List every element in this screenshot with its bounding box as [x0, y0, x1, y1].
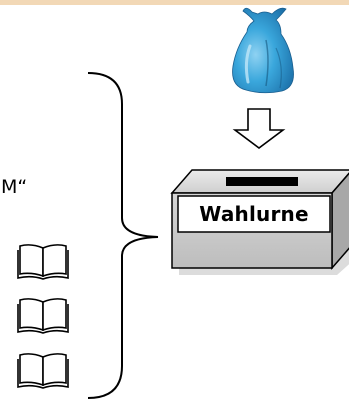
trash-bag-icon	[232, 7, 294, 94]
down-arrow-icon	[232, 108, 286, 149]
curly-bracket	[87, 72, 159, 399]
urn-label: Wahlurne	[199, 202, 309, 226]
ballot-slot	[226, 177, 298, 186]
book-icon	[17, 244, 69, 280]
top-accent-rule	[0, 0, 349, 5]
ballot-box	[170, 169, 349, 275]
book-icon	[17, 298, 69, 334]
cut-off-text: M“	[1, 176, 28, 198]
book-icon	[17, 353, 69, 389]
